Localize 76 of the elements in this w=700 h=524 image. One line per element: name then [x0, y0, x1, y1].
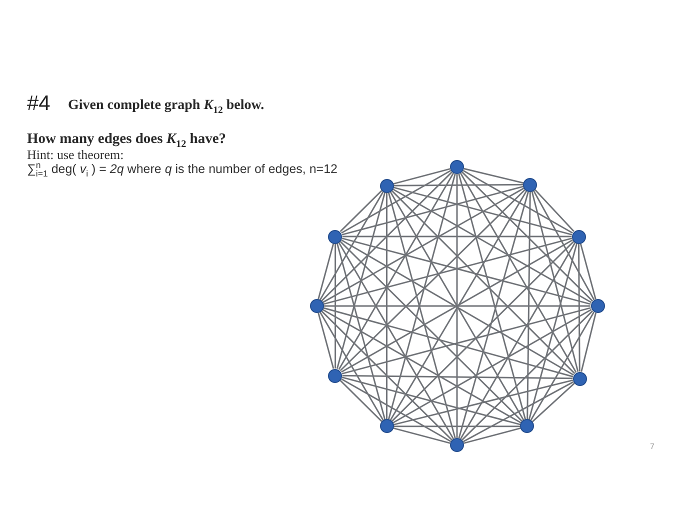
graph-edge: [322, 187, 525, 304]
graph-edge: [580, 312, 597, 372]
graph-edge: [460, 242, 576, 440]
graph-edge: [392, 308, 592, 424]
graph-edge: [324, 305, 590, 307]
graph-edge: [534, 189, 574, 232]
problem-number: #4: [27, 92, 50, 116]
graph-vertex: [520, 419, 534, 434]
graph-edge: [318, 243, 334, 300]
graph-edge: [320, 171, 453, 302]
graph-edge: [322, 308, 522, 424]
graph-vertex: [450, 160, 464, 174]
graph-edge: [580, 243, 596, 300]
graph-edge: [319, 191, 384, 300]
graph-edge: [320, 310, 453, 441]
graph-edge: [393, 379, 574, 426]
graph-vertex: [450, 438, 464, 452]
graph-vertex: [590, 299, 604, 313]
graph-vertex: [328, 368, 342, 382]
graph-vertex: [328, 230, 342, 244]
graph-edge: [334, 244, 336, 368]
graph-edge: [464, 168, 524, 184]
graph-edge: [340, 188, 526, 372]
graph-edge: [386, 192, 388, 420]
graph-edge: [340, 190, 382, 232]
graph-vertex: [572, 230, 586, 244]
graph-edge: [318, 312, 334, 369]
graph-edge: [342, 186, 524, 236]
graph-edge: [338, 172, 454, 370]
graph-edge: [532, 190, 595, 300]
graph-edge: [464, 427, 521, 444]
graph-edge: [460, 172, 577, 373]
formula-text: ∑$^{n}$$_{i=1}$ deg( v$_{i}$ ) = 2q where q is the number of edges, n=12: [27, 162, 338, 176]
graph-edge: [342, 374, 573, 380]
graph-edge: [323, 307, 574, 378]
graph-edge: [394, 426, 520, 428]
graph-edge: [342, 307, 591, 374]
graph-edge: [461, 171, 594, 302]
hint-text: Hint: use theorem:: [27, 147, 124, 163]
graph-vertex: [523, 178, 538, 192]
graph-edge: [394, 184, 524, 186]
graph-edge: [340, 380, 382, 422]
graph-vertex: [310, 299, 324, 313]
graph-edge: [338, 242, 454, 440]
graph-edge: [391, 190, 576, 374]
graph-edge: [462, 381, 574, 442]
graph-edge: [530, 312, 595, 421]
graph-edge: [526, 192, 531, 420]
graph-edge: [393, 186, 572, 236]
graph-edge: [391, 240, 574, 422]
graph-edge: [341, 170, 452, 234]
graph-edge: [456, 174, 458, 438]
question-text: How many edges does K$_{12}$ have?: [27, 131, 226, 148]
graph-edge: [393, 168, 450, 185]
graph-edge: [461, 310, 594, 441]
graph-edge: [336, 192, 386, 369]
graph-edge: [531, 191, 579, 372]
graph-edge: [341, 378, 452, 442]
graph-edge: [462, 170, 573, 234]
graph-edge: [342, 236, 572, 238]
heading-text: Given complete graph K$_{12}$ below.: [68, 98, 264, 114]
graph-edge: [458, 191, 530, 438]
graph-edge: [392, 188, 592, 304]
graph-edge: [340, 240, 523, 422]
graph-edge: [393, 427, 450, 444]
graph-edge: [532, 382, 576, 422]
graph-edge: [336, 243, 386, 420]
graph-edge: [342, 376, 521, 426]
page-number: 7: [650, 442, 654, 451]
graph-edge: [578, 244, 580, 372]
graph-vertex: [380, 178, 394, 193]
graph-edge: [528, 243, 578, 420]
graph-edge: [458, 174, 526, 420]
graph-edge: [319, 312, 384, 421]
graph-vertex: [380, 419, 394, 434]
graph-vertex: [572, 372, 587, 386]
